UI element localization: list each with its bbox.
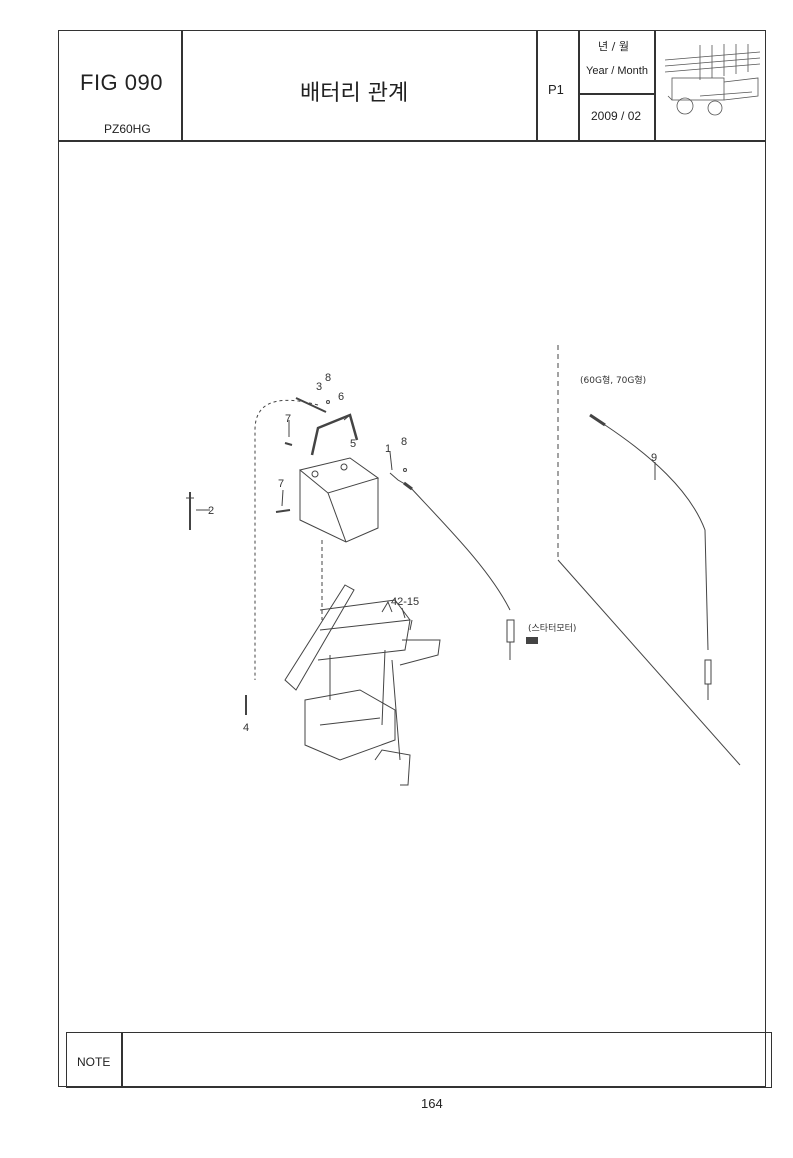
page-number: 164 bbox=[421, 1096, 443, 1111]
header-divider bbox=[58, 140, 766, 142]
year-month-label-ko: 년 / 월 bbox=[598, 40, 629, 53]
callout-8-upper: 8 bbox=[325, 372, 331, 384]
year-month-divider bbox=[578, 93, 655, 95]
callout-3: 3 bbox=[316, 381, 322, 393]
header-col-divider-2 bbox=[536, 30, 538, 141]
variant-note: (60G형, 70G형) bbox=[580, 375, 646, 386]
callout-9: 9 bbox=[651, 452, 657, 464]
year-month-value: 2009 / 02 bbox=[591, 109, 642, 123]
page-frame bbox=[58, 30, 766, 1087]
header-col-divider-1 bbox=[181, 30, 183, 141]
callout-42-15: 42-15 bbox=[391, 596, 419, 608]
callout-5: 5 bbox=[350, 438, 356, 450]
page-title: 배터리 관계 bbox=[300, 81, 409, 106]
starter-note: (스타터모터) bbox=[528, 623, 576, 634]
note-label: NOTE bbox=[77, 1055, 111, 1069]
callout-2: 2 bbox=[208, 505, 214, 517]
figure-number: FIG 090 bbox=[80, 70, 163, 95]
callout-6: 6 bbox=[338, 391, 344, 403]
header-col-divider-4 bbox=[654, 30, 656, 141]
connector-icon bbox=[526, 637, 538, 644]
page-code: P1 bbox=[548, 82, 564, 97]
callout-7-upper: 7 bbox=[285, 413, 291, 425]
model-code: PZ60HG bbox=[104, 122, 151, 136]
year-month-label-en: Year / Month bbox=[586, 65, 648, 77]
callout-8-right: 8 bbox=[401, 436, 407, 448]
callout-4: 4 bbox=[243, 722, 249, 734]
callout-7-lower: 7 bbox=[278, 478, 284, 490]
header-col-divider-3 bbox=[578, 30, 580, 141]
note-divider bbox=[121, 1032, 123, 1088]
note-box bbox=[66, 1032, 772, 1088]
callout-1: 1 bbox=[385, 443, 391, 455]
